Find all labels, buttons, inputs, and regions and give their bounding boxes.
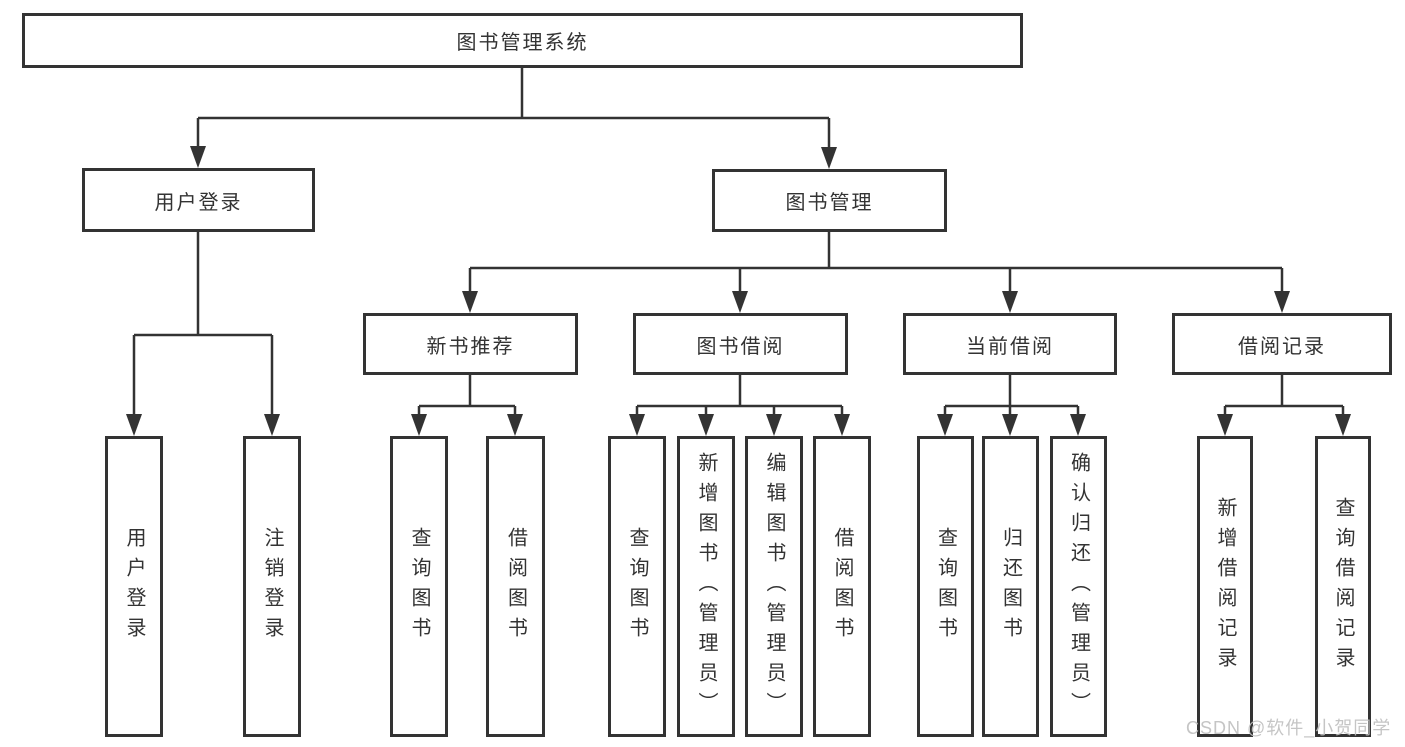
leaf-label: 查询图书 bbox=[626, 526, 648, 647]
arrowhead-icons bbox=[126, 146, 1351, 436]
node-user-login-module: 用户登录 bbox=[82, 168, 315, 232]
leaf-label: 确认归还（管理员） bbox=[1067, 451, 1090, 722]
leaf-label: 用户登录 bbox=[123, 526, 145, 647]
node-borrowing-records: 借阅记录 bbox=[1172, 313, 1392, 375]
leaf-label: 新增图书（管理员） bbox=[695, 451, 717, 722]
leaf-label: 借阅图书 bbox=[504, 526, 527, 647]
leaf-label: 借阅图书 bbox=[831, 526, 853, 647]
node-leaf-return-book: 归还图书 bbox=[982, 436, 1039, 737]
node-leaf-edit-book-admin: 编辑图书（管理员） bbox=[745, 436, 803, 737]
node-leaf-user-login: 用户登录 bbox=[105, 436, 163, 737]
node-leaf-borrow-books-recommend: 借阅图书 bbox=[486, 436, 545, 737]
node-new-book-recommendation: 新书推荐 bbox=[363, 313, 578, 375]
node-leaf-query-borrow-record: 查询借阅记录 bbox=[1315, 436, 1371, 737]
csdn-watermark: CSDN @软件_小贺同学 bbox=[1186, 718, 1392, 738]
node-root-library-system: 图书管理系统 bbox=[22, 13, 1023, 68]
node-leaf-logout: 注销登录 bbox=[243, 436, 301, 737]
node-current-borrowing: 当前借阅 bbox=[903, 313, 1117, 375]
node-leaf-borrow-books: 借阅图书 bbox=[813, 436, 871, 737]
node-leaf-query-books-recommend: 查询图书 bbox=[390, 436, 448, 737]
node-leaf-add-borrow-record: 新增借阅记录 bbox=[1197, 436, 1253, 737]
leaf-label: 查询图书 bbox=[408, 526, 430, 647]
node-leaf-confirm-return-admin: 确认归还（管理员） bbox=[1050, 436, 1107, 737]
node-leaf-add-book-admin: 新增图书（管理员） bbox=[677, 436, 735, 737]
leaf-label: 归还图书 bbox=[999, 526, 1022, 647]
leaf-label: 编辑图书（管理员） bbox=[763, 451, 785, 722]
node-leaf-query-books-borrow: 查询图书 bbox=[608, 436, 666, 737]
connector-rails bbox=[132, 68, 1345, 418]
node-leaf-query-books-current: 查询图书 bbox=[917, 436, 974, 737]
leaf-label: 查询图书 bbox=[934, 526, 957, 647]
node-book-management-module: 图书管理 bbox=[712, 169, 947, 232]
leaf-label: 查询借阅记录 bbox=[1332, 496, 1354, 677]
leaf-label: 新增借阅记录 bbox=[1214, 496, 1236, 677]
node-book-borrowing: 图书借阅 bbox=[633, 313, 848, 375]
leaf-label: 注销登录 bbox=[261, 526, 283, 647]
